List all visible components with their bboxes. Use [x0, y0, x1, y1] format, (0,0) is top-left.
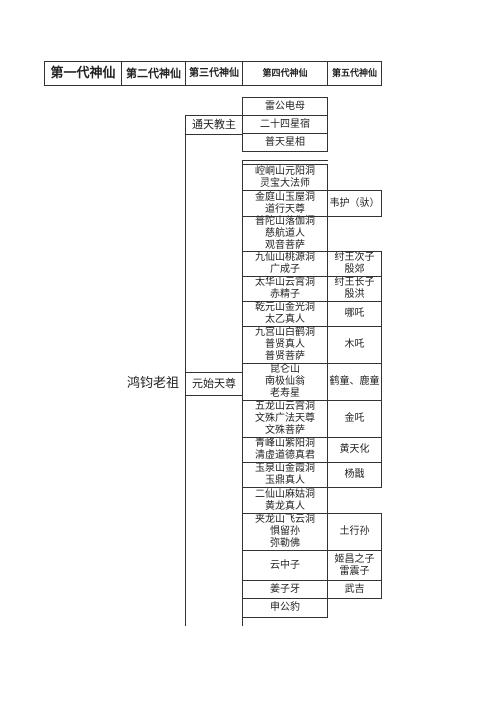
disciple-nanji: 昆仑山南极仙翁老寿星	[242, 363, 328, 401]
disciple-jiangziya: 姜子牙	[242, 580, 328, 599]
gen5-jinzha: 金吒	[327, 400, 382, 438]
header-gen4: 第四代神仙	[242, 61, 328, 86]
connector-line	[185, 396, 186, 626]
header-gen3: 第三代神仙	[185, 61, 243, 86]
disciple-chijingzi: 太华山云霄洞赤精子	[242, 276, 328, 302]
gen5-muzha: 木吒	[327, 326, 382, 364]
gen5-weihu: 韦护（驮）	[327, 190, 382, 217]
disciple-wenshu: 五龙山云霄洞文殊广法天尊文殊菩萨	[242, 400, 328, 438]
disciple-lingbao: 崆峒山元阳洞灵宝大法师	[242, 164, 328, 191]
disciple-yuding: 玉泉山金霞洞玉鼎真人	[242, 462, 328, 488]
disciple-yunzhongzi: 云中子	[242, 550, 328, 581]
disciple-guangchengzi: 九仙山桃源洞广成子	[242, 251, 328, 277]
header-gen5: 第五代神仙	[327, 61, 382, 86]
disciple-puxian: 九宫山白鹤洞普贤真人普贤菩萨	[242, 326, 328, 364]
gen5-nezha: 哪吒	[327, 301, 382, 327]
gen5-wuji: 武吉	[327, 580, 382, 599]
disciple-taiyi: 乾元山金光洞太乙真人	[242, 301, 328, 327]
tongtian-disciple: 雷公电母	[242, 97, 328, 116]
disciple-shengongbao: 申公豹	[242, 598, 328, 618]
disciple-huanglong: 二仙山麻姑洞黄龙真人	[242, 487, 328, 514]
gen1-hongjun: 鸿钧老祖	[126, 376, 179, 391]
tongtian-disciple: 二十四星宿	[242, 115, 328, 134]
disciple-qingxu: 青峰山紫阳洞清虚道德真君	[242, 437, 328, 463]
gen5-tuxingsun: 土行孙	[327, 513, 382, 551]
header-gen1: 第一代神仙	[44, 61, 122, 86]
disciple-cihang: 普陀山落伽洞慈航道人观音菩萨	[242, 216, 328, 252]
gen2-yuanshi: 元始天尊	[185, 372, 243, 396]
gen5-huangtianhua: 黄天化	[327, 437, 382, 463]
gen5-yangjian: 杨戬	[327, 462, 382, 488]
gen5-yinjiao: 纣王次子殷郊	[327, 251, 382, 277]
tongtian-disciple: 普天星相	[242, 133, 328, 152]
gen5-leizhenzi: 姬昌之子雷震子	[327, 550, 382, 581]
gen3-tongtian: 通天教主	[185, 115, 243, 135]
header-gen2: 第二代神仙	[121, 61, 186, 86]
disciple-daoxing: 金庭山玉屋洞道行天尊	[242, 190, 328, 217]
gen5-hetong: 鹤童、鹿童	[327, 363, 382, 401]
disciple-juliusun: 夹龙山飞云洞惧留孙弥勒佛	[242, 513, 328, 551]
connector-line	[185, 135, 186, 372]
gen5-yinhong: 纣王长子殷洪	[327, 276, 382, 302]
connector-line	[242, 160, 328, 161]
